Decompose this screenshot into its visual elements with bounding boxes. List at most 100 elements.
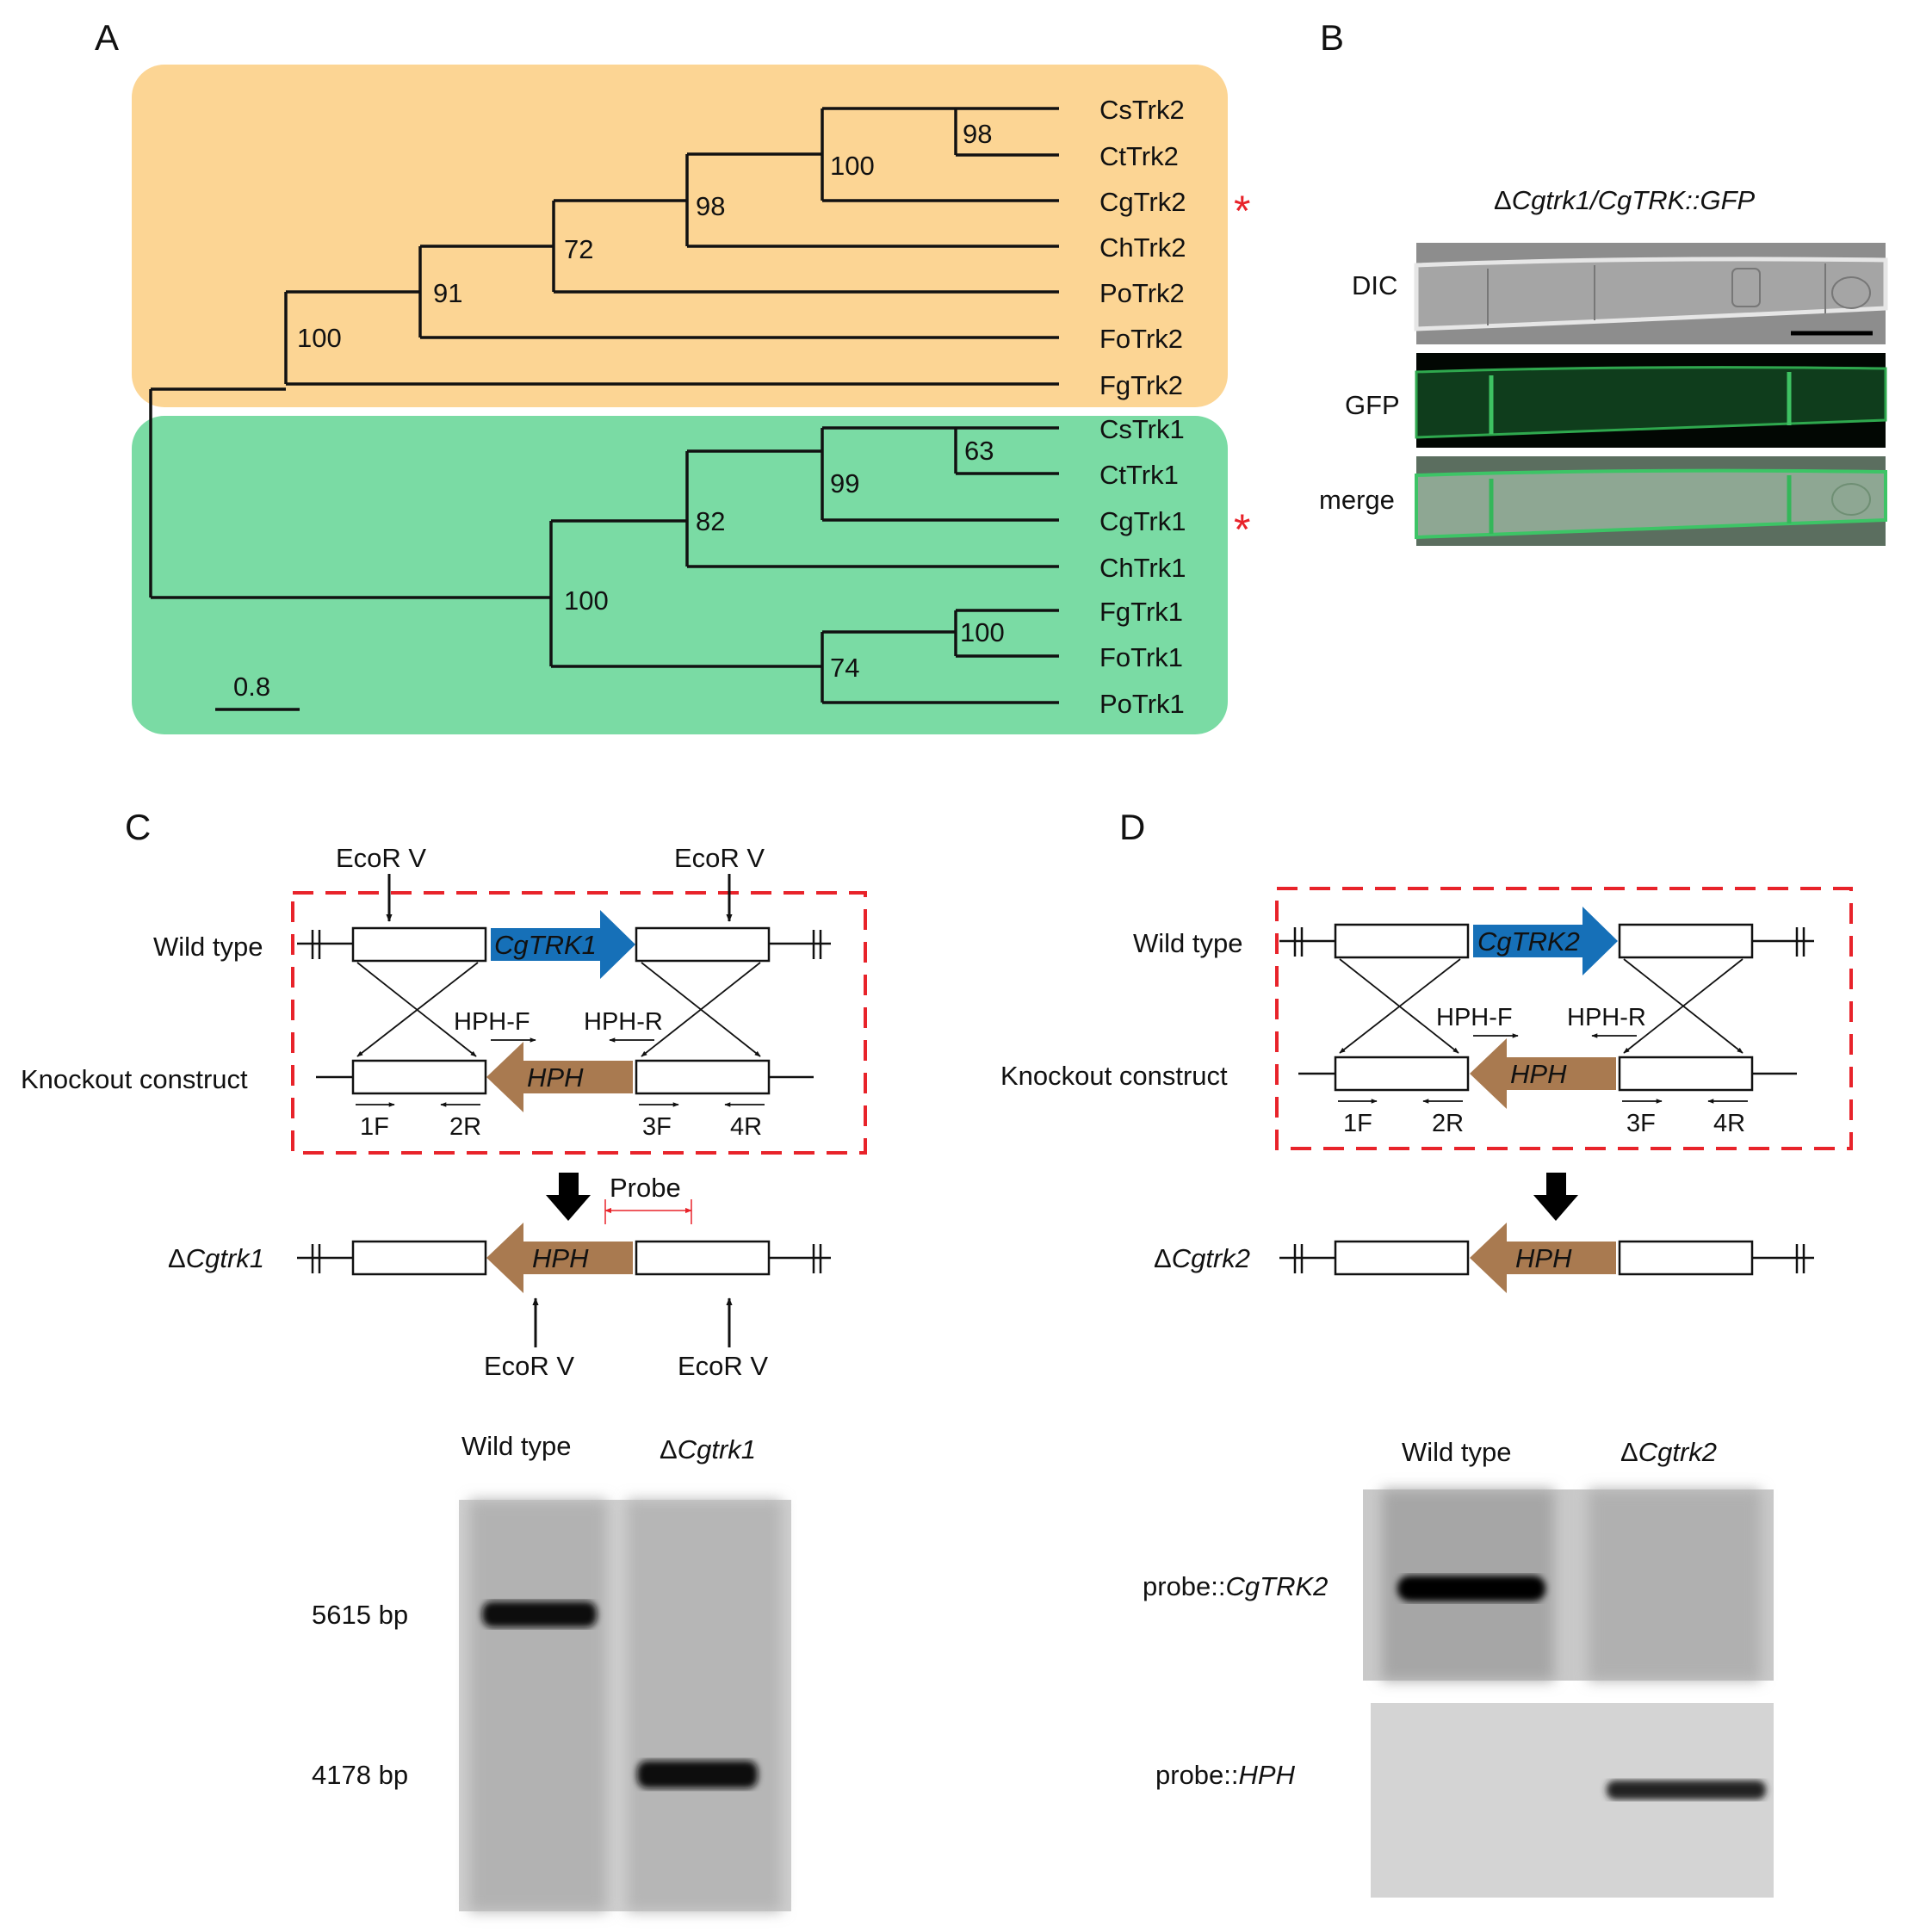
gene-arrow-cgtrk1 <box>491 910 635 979</box>
probe-label: Probe <box>610 1173 681 1203</box>
size-label: 5615 bp <box>312 1600 408 1630</box>
microscopy-panel: ΔCgtrk1/CgTRK::GFP DIC GFP merge <box>1319 185 1888 546</box>
primer-label: 4R <box>1713 1110 1745 1137</box>
scale-label: 0.8 <box>233 672 270 702</box>
microscopy-title: ΔCgtrk1/CgTRK::GFP <box>1494 185 1756 215</box>
highlight-star: * <box>1234 505 1250 554</box>
blot-membrane <box>1371 1703 1774 1898</box>
blot-band <box>1397 1576 1545 1601</box>
taxon-label: CsTrk1 <box>1099 414 1185 444</box>
flank-box <box>1334 923 1470 959</box>
row-label-dic: DIC <box>1352 270 1397 300</box>
bootstrap-value: 63 <box>964 436 994 466</box>
phylogenetic-tree: CsTrk2 CtTrk2 CgTrk2 ChTrk2 PoTrk2 FoTrk… <box>132 65 1250 734</box>
panel-label-b: B <box>1320 17 1344 58</box>
flank-box <box>351 926 487 963</box>
gene-label: CgTRK1 <box>494 930 597 960</box>
construct-diagram-c: EcoR V EcoR V Wild type CgTRK1 HPH-F HPH… <box>21 843 867 1381</box>
primer-label: HPH-F <box>454 1008 530 1036</box>
hph-arrow <box>486 1042 633 1112</box>
bootstrap-value: 100 <box>564 585 609 616</box>
bootstrap-value: 91 <box>433 278 462 308</box>
flank-box <box>1618 1056 1754 1092</box>
taxon-label: CgTrk1 <box>1099 506 1186 536</box>
enzyme-label: EcoR V <box>336 843 426 873</box>
lane-label-mutant: ΔCgtrk1 <box>660 1434 756 1464</box>
highlight-star: * <box>1234 187 1250 235</box>
bootstrap-value: 100 <box>297 323 342 353</box>
bootstrap-value: 98 <box>963 119 992 149</box>
marker-label: HPH <box>1510 1059 1567 1089</box>
bootstrap-value: 100 <box>830 151 875 181</box>
taxon-label: ChTrk1 <box>1099 553 1186 583</box>
bootstrap-value: 99 <box>830 468 859 498</box>
taxon-label: CgTrk2 <box>1099 187 1186 217</box>
bootstrap-value: 72 <box>564 234 593 264</box>
size-label: 4178 bp <box>312 1760 408 1790</box>
taxon-label: PoTrk2 <box>1099 278 1185 308</box>
taxon-label: FoTrk2 <box>1099 324 1183 354</box>
flank-box <box>635 1240 771 1276</box>
clade-trk1-background <box>132 416 1228 734</box>
blot-band <box>482 1601 597 1627</box>
taxon-label: CtTrk2 <box>1099 141 1179 171</box>
enzyme-label: EcoR V <box>678 1351 768 1381</box>
row-label-wild-type: Wild type <box>1133 928 1242 958</box>
taxon-label: FoTrk1 <box>1099 642 1183 672</box>
bootstrap-value: 100 <box>960 617 1005 647</box>
primer-label: 4R <box>730 1113 762 1141</box>
primer-label: 3F <box>1626 1110 1656 1137</box>
hph-arrow <box>1470 1223 1616 1293</box>
primer-label: 2R <box>1432 1110 1464 1137</box>
primer-label: 3F <box>642 1113 672 1141</box>
dic-image <box>1414 243 1888 344</box>
lane-label-mutant: ΔCgtrk2 <box>1620 1437 1717 1467</box>
dashed-region <box>1275 887 1853 1150</box>
row-label-mutant: ΔCgtrk2 <box>1154 1243 1250 1273</box>
marker-label: HPH <box>1515 1243 1572 1273</box>
probe-label-hph: probe::HPH <box>1155 1760 1296 1790</box>
flank-box <box>635 926 771 963</box>
primer-label: 1F <box>360 1113 389 1141</box>
flank-box <box>1334 1240 1470 1276</box>
tree-branches <box>149 107 1059 704</box>
primer-label: HPH-R <box>584 1008 663 1036</box>
lane-label-wild-type: Wild type <box>1402 1437 1511 1467</box>
row-label-knockout: Knockout construct <box>1000 1061 1228 1091</box>
row-label-wild-type: Wild type <box>153 932 263 962</box>
hph-arrow <box>486 1223 633 1293</box>
enzyme-label: EcoR V <box>484 1351 574 1381</box>
probe-label-cgtrk2: probe::CgTRK2 <box>1143 1571 1328 1601</box>
flank-box <box>351 1059 487 1095</box>
taxon-label: ChTrk2 <box>1099 232 1186 263</box>
flank-box <box>1334 1056 1470 1092</box>
transition-arrow <box>546 1173 591 1221</box>
bootstrap-value: 98 <box>696 191 725 221</box>
marker-label: HPH <box>527 1062 584 1093</box>
flank-box <box>635 1059 771 1095</box>
gfp-image <box>1415 353 1887 448</box>
gene-arrow-cgtrk2 <box>1473 907 1618 975</box>
taxon-label: CtTrk1 <box>1099 460 1179 490</box>
taxon-label: FgTrk2 <box>1099 370 1183 400</box>
merge-image <box>1415 456 1887 546</box>
construct-diagram-d: Wild type CgTRK2 HPH-F HPH-R Knockout co… <box>1000 887 1853 1293</box>
lane-label-wild-type: Wild type <box>461 1431 571 1461</box>
flank-box <box>1618 923 1754 959</box>
primer-label: 2R <box>449 1113 481 1141</box>
blot-band <box>637 1761 758 1788</box>
panel-label-d: D <box>1119 807 1145 847</box>
dashed-region <box>291 891 867 1155</box>
primer-label: 1F <box>1343 1110 1372 1137</box>
hph-arrow <box>1470 1038 1616 1109</box>
row-label-merge: merge <box>1319 485 1395 515</box>
taxon-label: FgTrk1 <box>1099 597 1183 627</box>
clade-trk2-background <box>132 65 1228 407</box>
southern-blot-c: Wild type ΔCgtrk1 5615 bp 4178 bp <box>312 1431 791 1911</box>
primer-label: HPH-F <box>1436 1004 1513 1031</box>
bootstrap-value: 82 <box>696 506 725 536</box>
transition-arrow <box>1533 1173 1578 1221</box>
flank-box <box>351 1240 487 1276</box>
panel-label-c: C <box>125 807 151 847</box>
